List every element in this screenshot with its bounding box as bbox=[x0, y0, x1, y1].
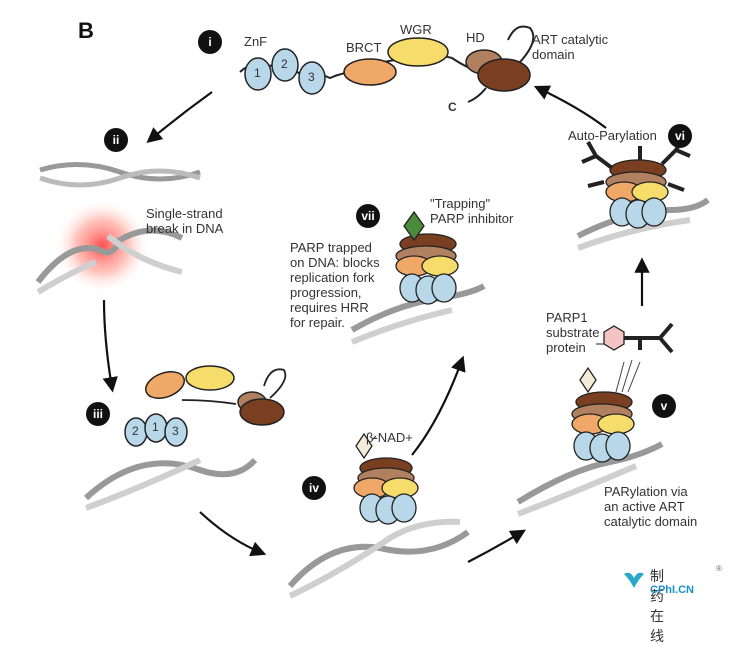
arrow-iv-to-vii bbox=[411, 355, 466, 456]
znf-1-number: 1 bbox=[254, 66, 261, 80]
dna-v bbox=[516, 441, 664, 517]
diagram-canvas bbox=[35, 25, 710, 599]
parylation-label: PARylation via an active ART catalytic d… bbox=[604, 484, 698, 529]
substrate-hexagon bbox=[603, 325, 625, 351]
arrow-vi-to-i bbox=[533, 85, 607, 129]
arrow-iii-to-iv bbox=[199, 511, 267, 557]
znf-2-number: 2 bbox=[281, 57, 288, 71]
znf-3-domain bbox=[298, 61, 326, 95]
znf-3-domain-iii bbox=[164, 417, 188, 447]
inhibitor-diamond bbox=[403, 210, 425, 242]
znf-2-number-iii: 2 bbox=[132, 424, 139, 438]
step-badge-iv: iv bbox=[302, 476, 326, 500]
wgr-domain bbox=[387, 37, 449, 67]
step-badge-ii: ii bbox=[104, 128, 128, 152]
hd-label: HD bbox=[466, 30, 485, 45]
cphi-logo-icon bbox=[624, 572, 644, 588]
wgr-domain-iii bbox=[185, 365, 235, 391]
arrow-iv-to-v bbox=[467, 529, 526, 563]
brct-label: BRCT bbox=[346, 40, 382, 55]
step-badge-vii: vii bbox=[356, 204, 380, 228]
znf-3-number-iii: 3 bbox=[172, 424, 179, 438]
nad-diamond bbox=[355, 432, 373, 460]
parp1-binding-iii bbox=[124, 365, 287, 447]
brct-domain bbox=[343, 58, 397, 86]
arrow-ii-to-iii bbox=[102, 299, 118, 393]
znf-1-number-iii: 1 bbox=[152, 420, 159, 434]
dna-iii bbox=[83, 457, 258, 511]
cycle-arrows bbox=[102, 85, 650, 563]
watermark-registered: ® bbox=[716, 564, 722, 573]
art-domain bbox=[477, 58, 531, 92]
brct-domain-iii bbox=[145, 371, 185, 399]
step-badge-v: v bbox=[652, 394, 676, 418]
ssb-label: Single-strand break in DNA bbox=[146, 206, 224, 236]
parp-cycle-diagram: B i ii iii iv v vi vii ZnF BRCT WGR HD A… bbox=[35, 18, 722, 644]
ssb-glow bbox=[54, 198, 150, 294]
watermark-cn-text: 制药在线 bbox=[650, 568, 665, 644]
trapping-inhibitor-label: "Trapping" PARP inhibitor bbox=[430, 196, 514, 226]
parp1-domain-chain bbox=[239, 25, 535, 103]
dna-vi bbox=[576, 197, 710, 251]
auto-parylation-label: Auto-Parylation bbox=[568, 128, 657, 143]
art-domain-iii bbox=[239, 398, 285, 426]
parp1-auto-parylated-vi bbox=[581, 135, 691, 229]
nad-label: β-NAD+ bbox=[366, 430, 413, 445]
arrow-i-to-ii bbox=[146, 91, 213, 143]
znf-2-domain bbox=[271, 48, 299, 82]
substrate-label: PARP1 substrate protein bbox=[546, 310, 600, 355]
trapped-description-label: PARP trapped on DNA: blocks replication … bbox=[290, 240, 380, 330]
art-label: ART catalytic domain bbox=[532, 32, 609, 62]
parp1-trapped-vii bbox=[395, 210, 459, 305]
znf-3-number: 3 bbox=[308, 70, 315, 84]
wgr-label: WGR bbox=[400, 22, 432, 37]
step-badge-i: i bbox=[198, 30, 222, 54]
parp1-complex-iv bbox=[353, 432, 419, 525]
parp1-complex-v bbox=[571, 322, 674, 463]
step-badge-iii: iii bbox=[86, 402, 110, 426]
znf-label: ZnF bbox=[244, 34, 268, 49]
dna-broken bbox=[35, 227, 184, 295]
dna-iv bbox=[287, 518, 470, 599]
watermark-en-text: CPhI.CN bbox=[650, 584, 694, 596]
step-badge-vi: vi bbox=[668, 124, 692, 148]
znf-1-domain bbox=[244, 57, 272, 91]
c-terminus-label: C bbox=[448, 100, 457, 114]
panel-letter: B bbox=[78, 18, 94, 43]
nad-diamond-v bbox=[579, 366, 597, 394]
dna-intact bbox=[39, 162, 201, 188]
